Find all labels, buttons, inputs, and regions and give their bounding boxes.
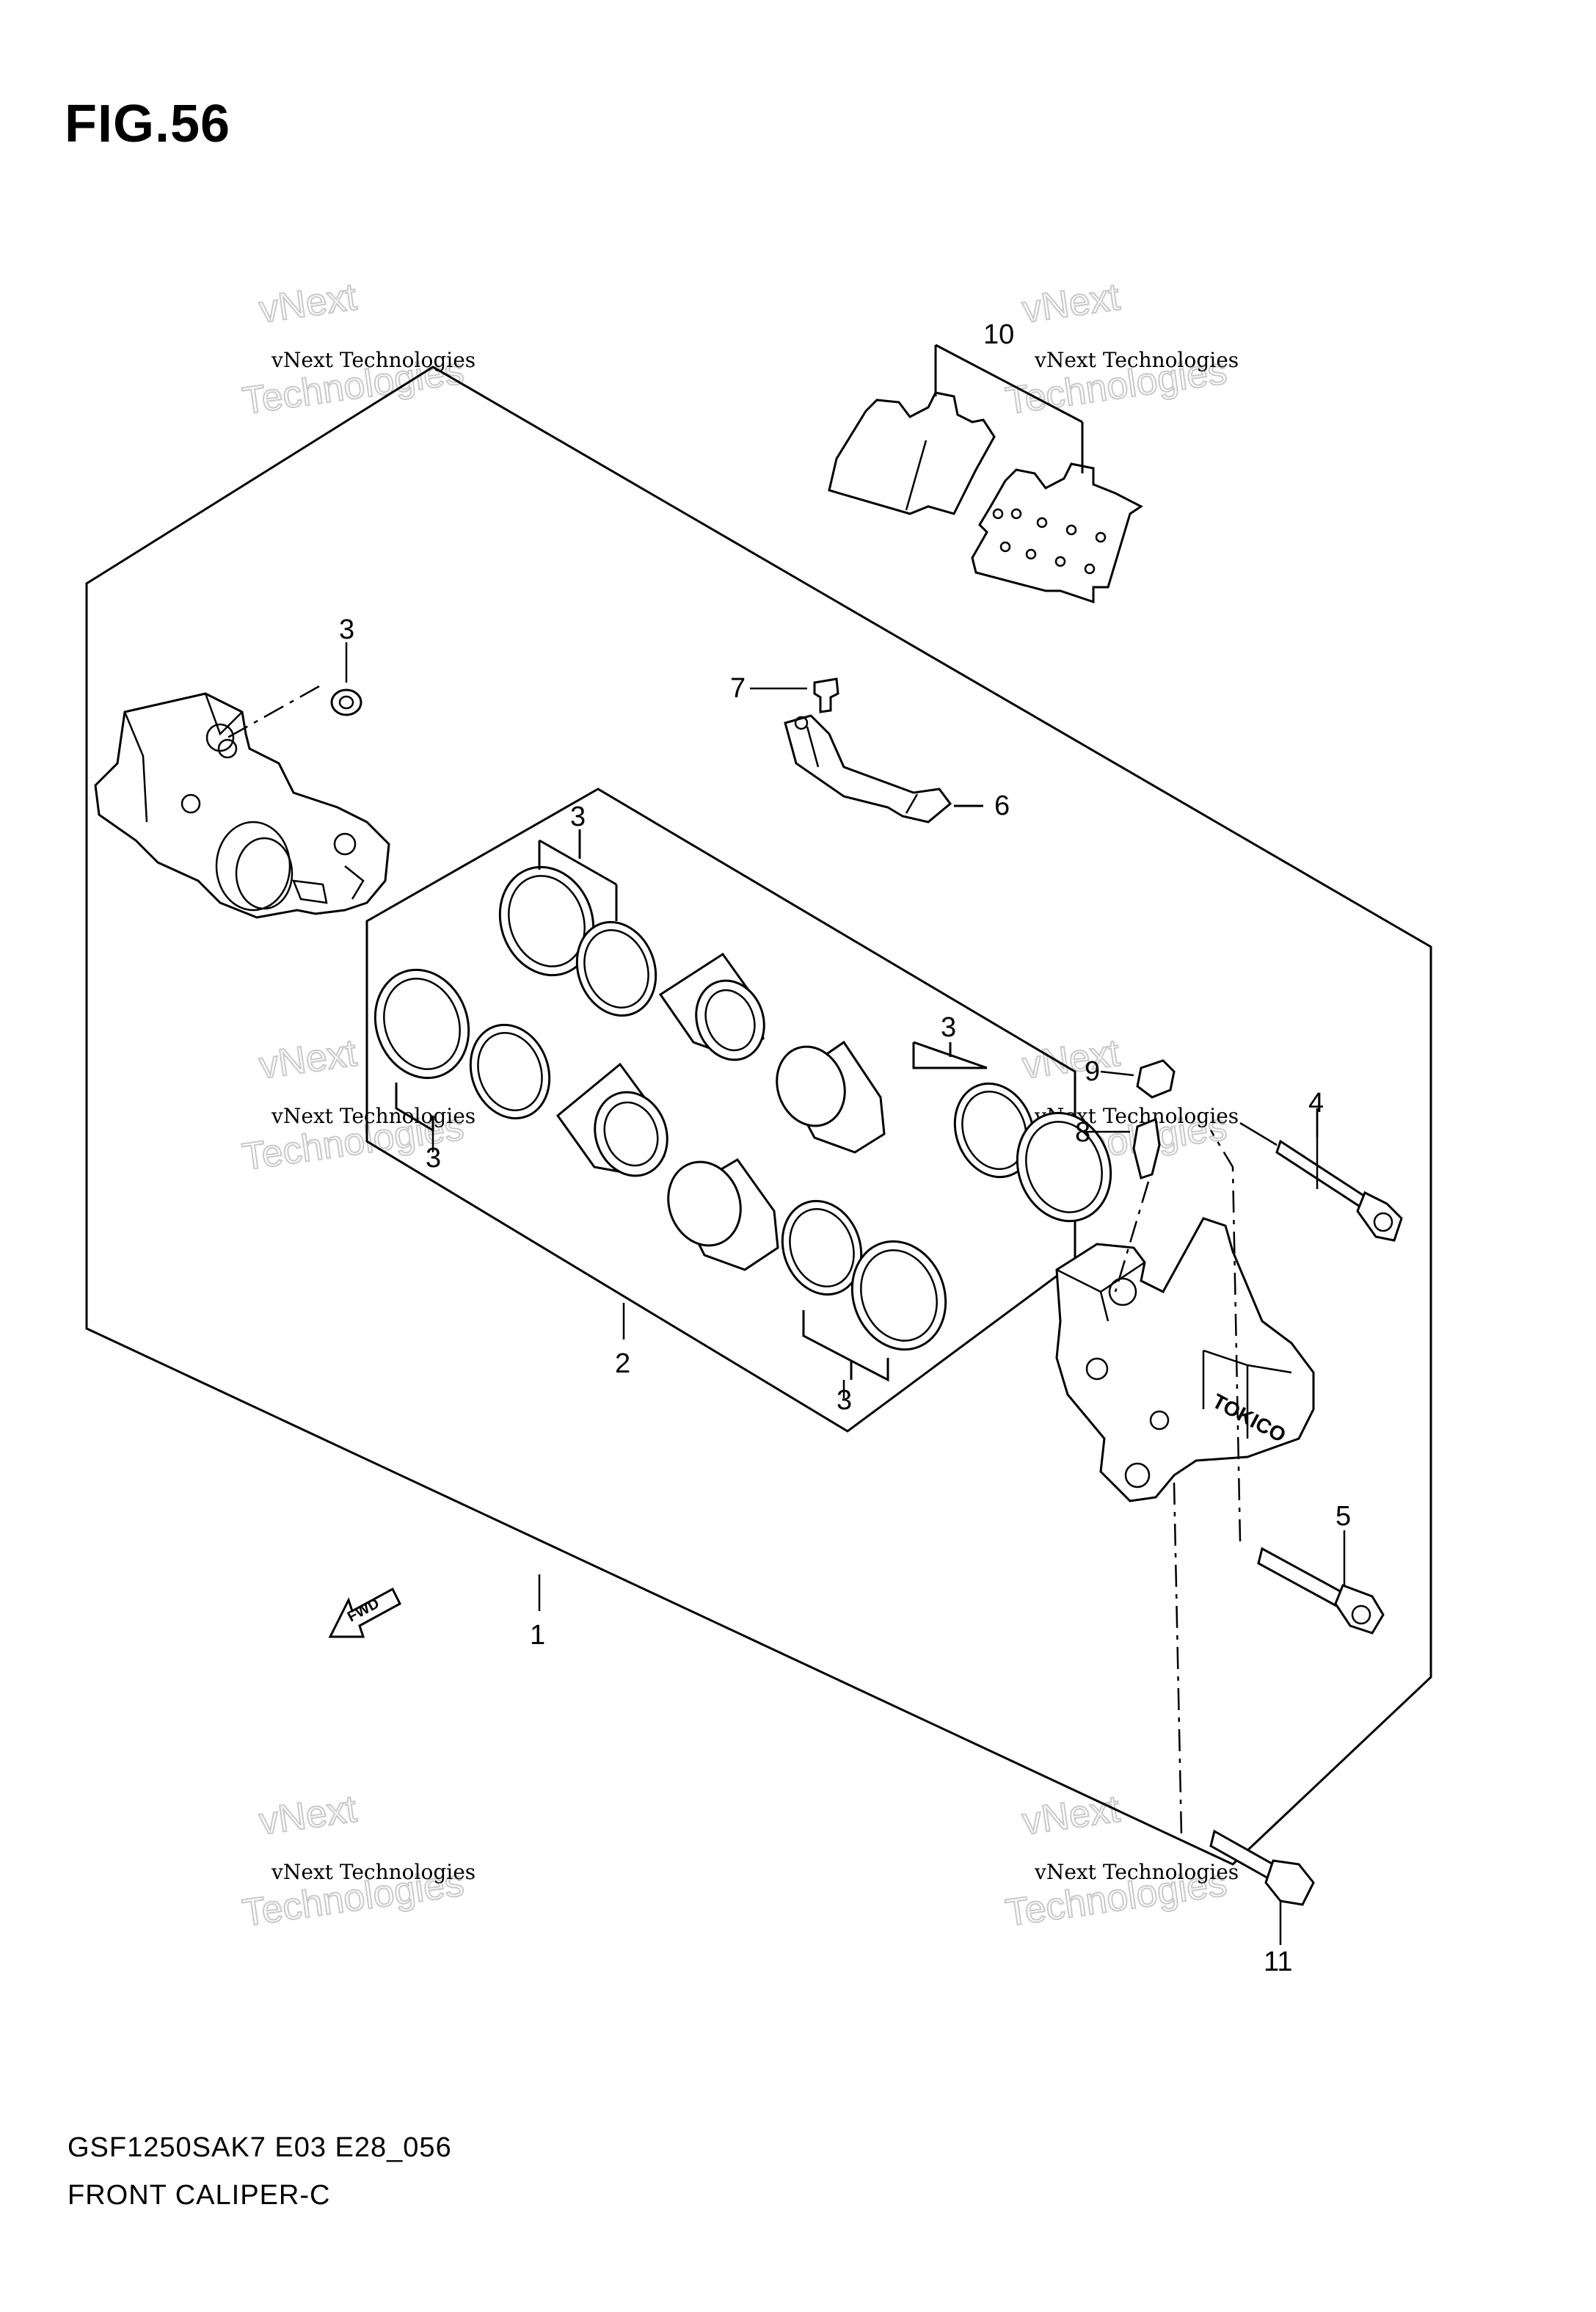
callout-2: 2: [615, 1348, 630, 1379]
svg-text:vNext Technologies: vNext Technologies: [1034, 1860, 1239, 1884]
svg-text:vNext Technologies: vNext Technologies: [271, 1860, 475, 1884]
callout-9: 9: [1085, 1056, 1100, 1087]
caliper-assembly-outline: [85, 366, 1432, 1866]
pad-pin-bolt-lower: [1209, 1130, 1385, 1635]
diagram-caption: FRONT CALIPER-C: [68, 2180, 331, 2211]
callout-5: 5: [1336, 1501, 1351, 1532]
svg-text:vNext: vNext: [257, 276, 360, 332]
watermark-bottom-left: vNext Technologies vNext Technologies: [239, 1787, 475, 1935]
callout-leaders: [431, 1108, 1319, 1611]
callout-3-left-cap: 3: [339, 614, 354, 645]
pistons: [555, 952, 886, 1271]
brake-pad-front: [828, 391, 996, 515]
caliper-half-left: [94, 692, 390, 919]
piston-seals: [374, 865, 1112, 1351]
callout-numbers: 1 2 3 3 3 3 3 4 5 6 7 8 9 10 11: [339, 319, 1351, 1977]
pad-pin-bolt-upper: [1239, 1108, 1403, 1242]
bleeder-cap-left: [227, 642, 362, 739]
callout-3-upper-seals: 3: [570, 801, 586, 832]
pad-spring-screw: [750, 677, 839, 713]
watermark-top-right: vNext Technologies vNext Technologies: [1002, 275, 1239, 423]
callout-3-lower-seals: 3: [837, 1385, 852, 1416]
callout-7: 7: [730, 673, 746, 704]
mounting-bolt: [1173, 1482, 1315, 1945]
callout-3-right-seals: 3: [941, 1012, 956, 1043]
figure-title: FIG.56: [65, 95, 231, 153]
callout-11: 11: [1264, 1946, 1292, 1977]
bleeder-screw: [1086, 1117, 1161, 1293]
svg-text:vNext: vNext: [257, 1032, 360, 1088]
callout-10: 10: [983, 319, 1014, 350]
caliper-half-right: TOKICO: [1055, 1217, 1315, 1502]
callout-8: 8: [1075, 1117, 1090, 1148]
callout-6: 6: [994, 790, 1010, 821]
piston-lower-right: [667, 1158, 779, 1271]
svg-text:vNext Technologies: vNext Technologies: [271, 348, 475, 372]
svg-text:vNext Technologies: vNext Technologies: [271, 1104, 475, 1128]
callout-1: 1: [530, 1620, 545, 1651]
svg-text:vNext: vNext: [1020, 276, 1123, 332]
bleeder-cap-right: [1100, 1059, 1176, 1099]
model-code: GSF1250SAK7 E03 E28_056: [68, 2132, 452, 2163]
piston-upper-left: [658, 952, 765, 1061]
forward-direction-indicator: FWD: [328, 1587, 401, 1638]
callout-3-left-seals: 3: [426, 1143, 441, 1174]
watermark-top-left: vNext Technologies vNext Technologies: [239, 275, 475, 423]
brake-pad-rear: [971, 462, 1143, 604]
svg-text:vNext Technologies: vNext Technologies: [1034, 348, 1239, 372]
svg-text:vNext: vNext: [1020, 1788, 1123, 1844]
callout-4: 4: [1308, 1088, 1324, 1119]
watermark-bottom-right: vNext Technologies vNext Technologies: [1002, 1787, 1239, 1935]
svg-text:vNext: vNext: [257, 1788, 360, 1844]
piston-lower-left: [555, 1062, 668, 1177]
pad-spring: [784, 714, 983, 824]
svg-text:vNext: vNext: [1020, 1032, 1123, 1088]
brake-pad-set: [828, 343, 1143, 604]
piston-upper-right: [776, 1040, 886, 1154]
